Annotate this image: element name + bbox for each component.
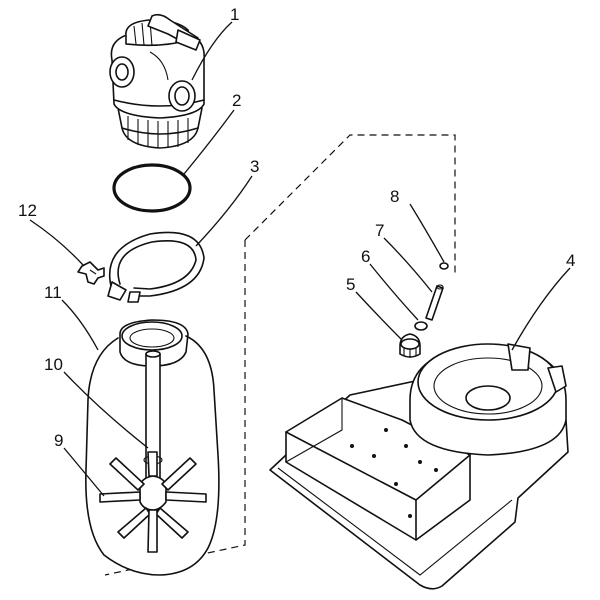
- callout-leaders: [29, 21, 571, 497]
- callout-9: 9: [54, 431, 63, 450]
- callout-11: 11: [44, 283, 62, 302]
- callout-8: 8: [390, 187, 399, 206]
- callout-6: 6: [361, 247, 370, 266]
- callout-10: 10: [44, 355, 63, 374]
- part-3-clamp-band: [107, 231, 205, 303]
- part-7-drain-plug: [425, 284, 444, 321]
- part-9-laterals: [99, 451, 207, 553]
- callout-1: 1: [230, 5, 239, 24]
- part-5-drain-cap: [399, 333, 421, 358]
- callout-2: 2: [232, 91, 241, 110]
- callout-numbers: 1 2 3 12 11 10 9 8 7 6 5 4: [18, 5, 575, 450]
- part-4-base: [269, 343, 569, 590]
- callout-3: 3: [250, 157, 259, 176]
- part-2-o-ring: [112, 163, 192, 213]
- callout-4: 4: [566, 251, 575, 270]
- callout-7: 7: [375, 221, 384, 240]
- part-8-plug-o-ring: [439, 262, 449, 270]
- part-1-multiport-valve: [109, 13, 205, 149]
- part-6-drain-o-ring: [414, 321, 428, 331]
- callout-12: 12: [18, 201, 37, 220]
- callout-5: 5: [346, 275, 355, 294]
- part-12-fitting: [77, 261, 105, 285]
